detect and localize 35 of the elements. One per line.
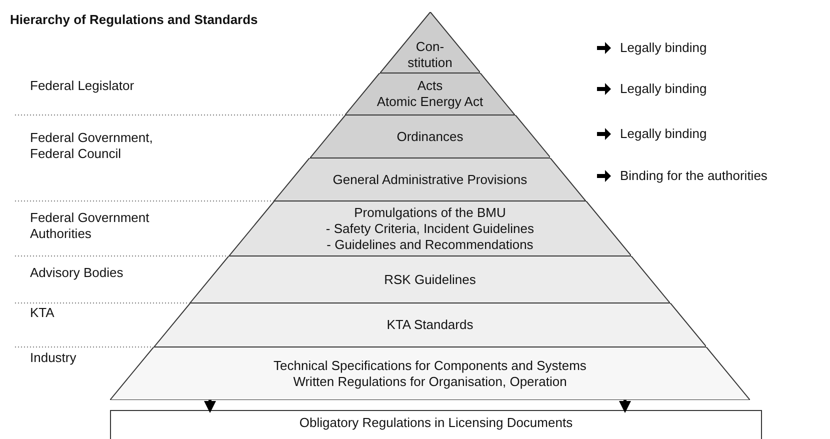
pyramid-layer: [380, 12, 480, 73]
level-label: Advisory Bodies: [30, 265, 124, 281]
pyramid-layer: [310, 115, 550, 158]
level-label: Industry: [30, 350, 78, 366]
binding-note: Legally binding: [620, 40, 707, 56]
result-box: [110, 410, 762, 439]
layer-text: Obligatory Regulations in Licensing Documents: [299, 415, 573, 431]
binding-note: Legally binding: [620, 81, 707, 97]
pyramid-layer: [345, 73, 515, 115]
level-label: Federal Government Authorities: [30, 210, 150, 242]
level-label: KTA: [30, 305, 56, 321]
layer-text: General Administrative Provisions: [332, 172, 528, 188]
layer-text: Acts: [417, 78, 443, 94]
diagram-title: Hierarchy of Regulations and Standards: [10, 12, 258, 27]
layer-text: Written Regulations for Organisation, Operation: [293, 374, 567, 390]
layer-text: KTA Standards: [386, 317, 474, 333]
layer-text: - Guidelines and Recommendations: [326, 236, 534, 252]
level-label: Federal Government, Federal Council: [30, 130, 154, 162]
layer-text: Technical Specifications for Components and Systems: [274, 358, 586, 374]
pyramid-layer: [190, 256, 670, 303]
layer-text: Atomic Energy Act: [376, 94, 484, 110]
binding-note: Legally binding: [620, 126, 707, 142]
pyramid-layer: [274, 158, 586, 201]
layer-text: Con- stitution: [406, 39, 454, 71]
pyramid-layer: [154, 303, 706, 347]
layer-text: Ordinances: [396, 128, 464, 144]
down-arrow: [204, 400, 216, 413]
binding-note: Binding for the authorities: [620, 168, 768, 184]
down-arrow: [619, 400, 631, 413]
pyramid-layer: [228, 201, 632, 256]
pyramid-layer: [110, 347, 750, 400]
layer-text: Promulgations of the BMU: [354, 204, 506, 220]
level-label: Federal Legislator: [30, 78, 136, 94]
layer-text: - Safety Criteria, Incident Guidelines: [326, 220, 534, 236]
layer-text: RSK Guidelines: [384, 272, 476, 288]
